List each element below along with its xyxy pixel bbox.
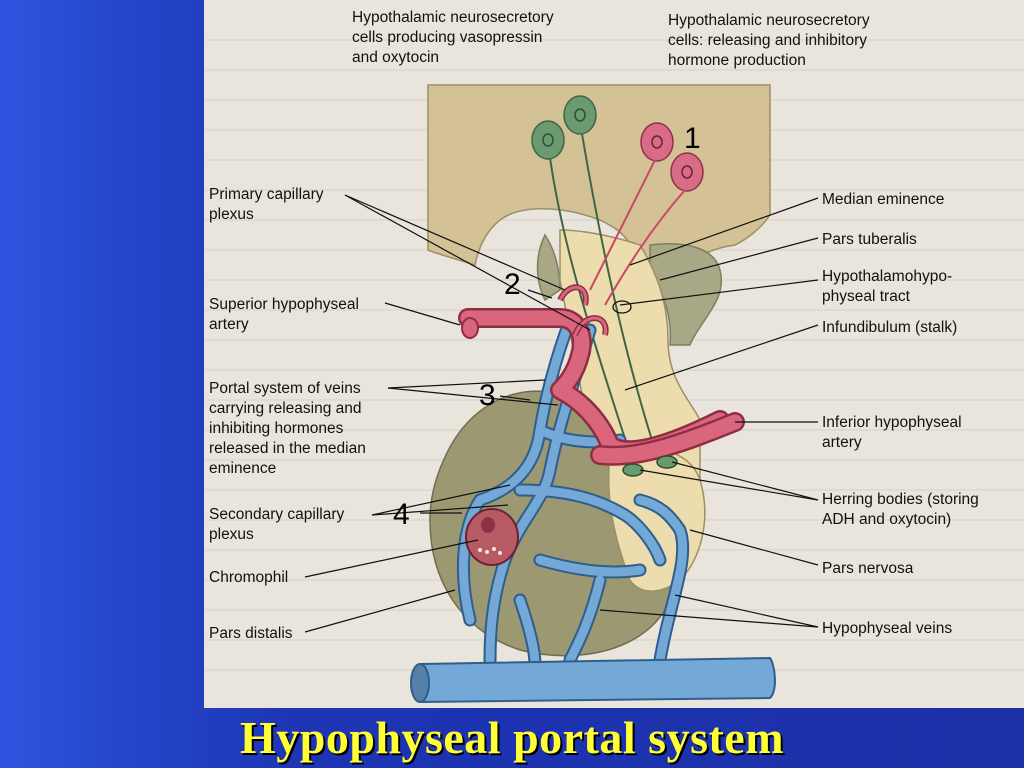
slide-title: Hypophyseal portal system bbox=[239, 712, 785, 763]
neurosecretory-cells bbox=[531, 95, 704, 192]
pars-tuberalis-left bbox=[536, 233, 561, 302]
svg-text:Secondary capillary: Secondary capillary bbox=[209, 506, 345, 523]
vein-opening bbox=[410, 663, 430, 703]
label-hypothalamo-tract: Hypothalamohypo- physeal tract bbox=[822, 268, 952, 305]
svg-text:inhibiting hormones: inhibiting hormones bbox=[209, 420, 344, 437]
label-infundibulum: Infundibulum (stalk) bbox=[822, 319, 957, 336]
chromophil bbox=[465, 508, 519, 566]
leader-lines bbox=[304, 194, 819, 633]
label-median-eminence: Median eminence bbox=[822, 191, 944, 208]
svg-text:carrying releasing and: carrying releasing and bbox=[209, 400, 362, 417]
svg-text:released in the median: released in the median bbox=[209, 440, 366, 457]
primary-capillary-loops-fill bbox=[558, 286, 608, 336]
herring-bodies bbox=[622, 455, 678, 477]
svg-text:artery: artery bbox=[822, 434, 862, 451]
svg-text:Superior hypophyseal: Superior hypophyseal bbox=[209, 296, 359, 313]
hypophyseal-diagram: 1 2 3 4 Hypothalamic neurosecretory cell… bbox=[205, 9, 1024, 704]
svg-text:Inferior hypophyseal: Inferior hypophyseal bbox=[822, 414, 962, 431]
label-pars-distalis: Pars distalis bbox=[209, 625, 293, 642]
svg-text:ADH and oxytocin): ADH and oxytocin) bbox=[822, 511, 951, 528]
artery-opening bbox=[461, 317, 479, 339]
label-hypophyseal-veins: Hypophyseal veins bbox=[822, 620, 952, 637]
label-primary-capillary: Primary capillary plexus bbox=[209, 186, 324, 223]
number-3: 3 bbox=[479, 379, 496, 412]
svg-text:physeal tract: physeal tract bbox=[822, 288, 911, 305]
svg-text:plexus: plexus bbox=[209, 206, 254, 223]
hypophyseal-vein-trunk bbox=[411, 656, 776, 704]
label-top-left: Hypothalamic neurosecretory cells produc… bbox=[352, 9, 554, 66]
number-4: 4 bbox=[393, 498, 410, 531]
svg-text:cells: releasing and inhibitor: cells: releasing and inhibitory bbox=[668, 32, 867, 49]
label-pars-tuberalis: Pars tuberalis bbox=[822, 231, 917, 248]
number-1: 1 bbox=[684, 122, 701, 155]
pars-tuberalis bbox=[649, 243, 723, 346]
svg-text:Primary capillary: Primary capillary bbox=[209, 186, 324, 203]
svg-text:eminence: eminence bbox=[209, 460, 276, 477]
svg-text:artery: artery bbox=[209, 316, 249, 333]
label-superior-artery: Superior hypophyseal artery bbox=[209, 296, 359, 333]
label-inferior-artery: Inferior hypophyseal artery bbox=[822, 414, 962, 451]
label-top-right: Hypothalamic neurosecretory cells: relea… bbox=[668, 12, 870, 69]
svg-text:cells producing vasopressin: cells producing vasopressin bbox=[352, 29, 542, 46]
svg-text:plexus: plexus bbox=[209, 526, 254, 543]
number-2: 2 bbox=[504, 268, 521, 301]
label-pars-nervosa: Pars nervosa bbox=[822, 560, 914, 577]
svg-text:Hypothalamic neurosecretory: Hypothalamic neurosecretory bbox=[668, 12, 870, 29]
svg-text:and oxytocin: and oxytocin bbox=[352, 49, 439, 66]
inferior-hypophyseal-artery-fill bbox=[592, 414, 743, 464]
svg-text:Herring bodies (storing: Herring bodies (storing bbox=[822, 491, 979, 508]
svg-text:Portal system of veins: Portal system of veins bbox=[209, 380, 361, 397]
svg-text:Hypothalamic neurosecretory: Hypothalamic neurosecretory bbox=[352, 9, 554, 26]
svg-text:Hypothalamohypo-: Hypothalamohypo- bbox=[822, 268, 952, 285]
label-chromophil: Chromophil bbox=[209, 569, 288, 586]
svg-text:hormone production: hormone production bbox=[668, 52, 806, 69]
label-secondary-capillary: Secondary capillary plexus bbox=[209, 506, 345, 543]
axons bbox=[549, 133, 686, 471]
tract-marker bbox=[612, 300, 632, 314]
label-portal-system: Portal system of veins carrying releasin… bbox=[209, 380, 366, 477]
label-herring-bodies: Herring bodies (storing ADH and oxytocin… bbox=[822, 491, 979, 528]
